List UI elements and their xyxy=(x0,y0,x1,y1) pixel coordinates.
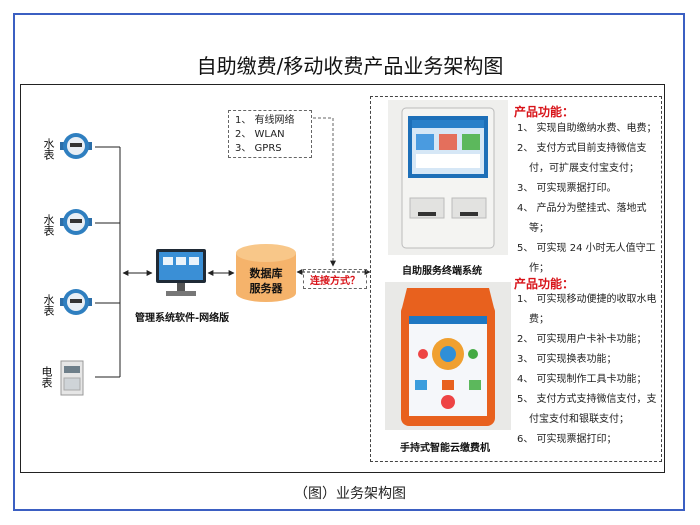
list-item: 5、 支付方式支持微信支付，支付宝支付和银联支付； xyxy=(517,394,657,425)
meter-label-3: 水表 xyxy=(42,294,55,316)
page-title: 自助缴费/移动收费产品业务架构图 xyxy=(196,54,504,78)
features-terminal-title: 产品功能： xyxy=(514,105,575,119)
connection-box xyxy=(303,269,367,289)
connection-label: 连接方式？ xyxy=(310,276,360,287)
figure-caption: （图）业务架构图 xyxy=(294,486,406,502)
outer-frame xyxy=(13,13,685,511)
self-service-terminal-image xyxy=(388,100,508,255)
list-item: 5、 可实现 24 小时无人值守工作； xyxy=(517,243,656,274)
features-handheld-title: 产品功能： xyxy=(514,277,575,291)
list-item: 6、 可实现票据打印； xyxy=(517,434,617,445)
list-item: 1、 实现自助缴纳水费、电费； xyxy=(517,123,657,134)
list-item: 3、 可实现换表功能； xyxy=(517,354,617,365)
meter-label-4: 电表 xyxy=(40,366,53,388)
management-software-label: 管理系统软件-网络版 xyxy=(135,313,230,324)
diagram-frame xyxy=(20,84,665,473)
features-terminal-list: 1、 实现自助缴纳水费、电费； 2、 支付方式目前支持微信支付，可扩展支付宝支付… xyxy=(517,119,663,279)
meter-label-1: 水表 xyxy=(42,138,55,160)
water-meter-icon xyxy=(60,289,92,315)
products-box xyxy=(370,96,662,462)
database-label-line1: 数据库 xyxy=(249,267,283,280)
handheld-device-image xyxy=(385,282,511,430)
list-item: 2、 可实现用户卡补卡功能； xyxy=(517,334,647,345)
database-label-line2: 服务器 xyxy=(249,282,283,295)
list-item: 1、 可实现移动便捷的收取水电费； xyxy=(517,294,657,325)
database-label: 数据库 服务器 xyxy=(234,266,298,296)
features-handheld-list: 1、 可实现移动便捷的收取水电费； 2、 可实现用户卡补卡功能； 3、 可实现换… xyxy=(517,290,663,450)
handheld-label: 手持式智能云缴费机 xyxy=(400,443,490,454)
network-option-2: 2、 WLAN xyxy=(235,129,285,140)
network-option-3: 3、 GPRS xyxy=(235,143,282,154)
meter-label-2: 水表 xyxy=(42,214,55,236)
list-item: 2、 支付方式目前支持微信支付，可扩展支付宝支付； xyxy=(517,143,647,174)
water-meter-icon xyxy=(60,133,92,159)
water-meter-icon xyxy=(60,209,92,235)
database-icon xyxy=(236,244,296,302)
electric-meter-icon xyxy=(60,360,84,396)
list-item: 4、 可实现制作工具卡功能； xyxy=(517,374,647,385)
network-options-box: 1、 有线网络 2、 WLAN 3、 GPRS xyxy=(228,110,312,158)
network-option-1: 1、 有线网络 xyxy=(235,115,295,126)
list-item: 4、 产品分为壁挂式、落地式等； xyxy=(517,203,647,234)
list-item: 3、 可实现票据打印。 xyxy=(517,183,617,194)
terminal-label: 自助服务终端系统 xyxy=(402,266,482,277)
computer-monitor-icon xyxy=(156,249,206,296)
